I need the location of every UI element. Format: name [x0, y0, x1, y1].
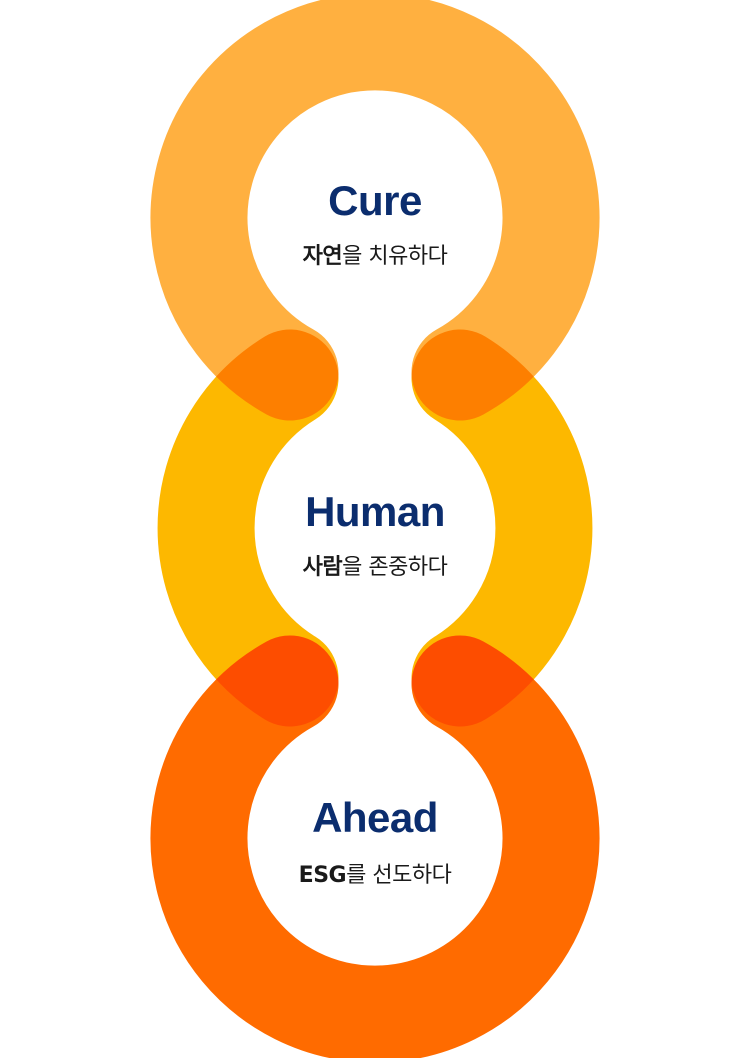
ahead-subtitle-bold: ESG	[298, 863, 347, 888]
human-title: Human	[305, 488, 445, 535]
cure-subtitle-rest: 을 치유하다	[342, 244, 448, 269]
cure-subtitle: 자연을 치유하다	[0, 238, 750, 270]
ahead-title: Ahead	[312, 794, 438, 841]
cure-title: Cure	[328, 177, 422, 224]
ahead-subtitle: ESG를 선도하다	[0, 857, 750, 889]
ahead-ring	[150, 635, 600, 1058]
cure-ring	[150, 0, 600, 421]
human-subtitle-bold: 사람	[302, 555, 343, 580]
human-subtitle: 사람을 존중하다	[0, 549, 750, 581]
human-subtitle-rest: 을 존중하다	[342, 555, 448, 580]
ahead-subtitle-rest: 를 선도하다	[346, 863, 452, 888]
human-ring-right	[411, 329, 593, 727]
cure-subtitle-bold: 자연	[302, 244, 343, 269]
human-ring-left	[157, 329, 339, 727]
